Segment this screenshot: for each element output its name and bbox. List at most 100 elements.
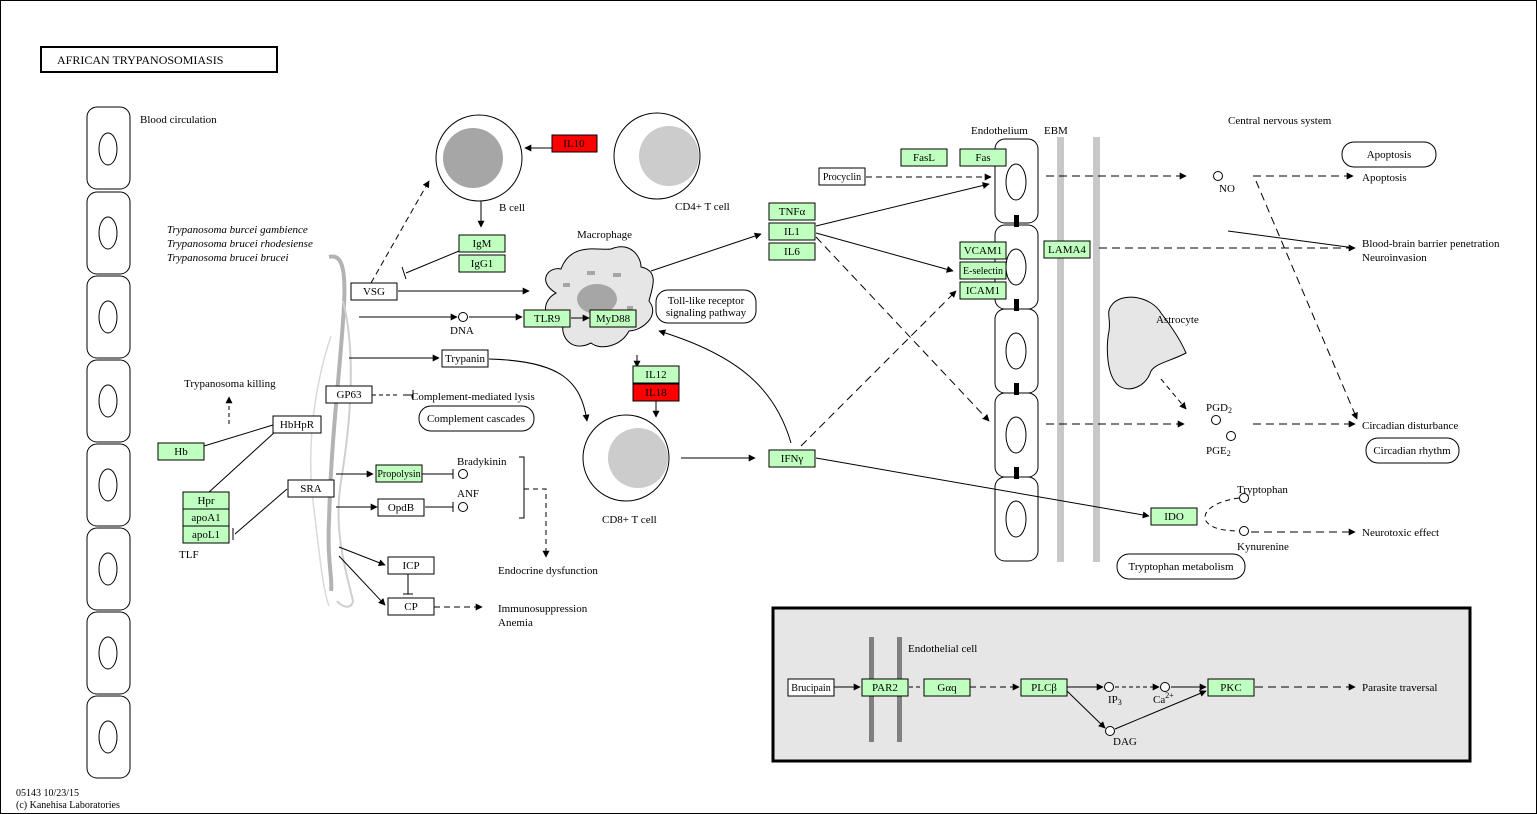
map-title: AFRICAN TRYPANOSOMIASIS	[57, 53, 223, 67]
node-brucipain[interactable]	[787, 678, 835, 697]
gene-hb-label: Hb	[174, 446, 188, 458]
gene-pkc[interactable]	[1207, 678, 1255, 697]
map-tryptophan-metabolism-label: Tryptophan metabolism	[1128, 561, 1233, 573]
compound-circles	[458, 171, 1249, 536]
trypanosoma-killing-label: Trypanosoma killing	[184, 378, 276, 390]
ip3-label: IP3	[1108, 694, 1122, 707]
gene-igg1[interactable]	[458, 254, 506, 273]
node-opdb[interactable]	[377, 498, 425, 517]
trypanosome-shape	[326, 254, 347, 592]
gene-fas[interactable]	[959, 148, 1007, 167]
map-tlr-pathway[interactable]	[655, 289, 757, 324]
tryptophan-label: Tryptophan	[1237, 484, 1288, 496]
panel-edges	[834, 683, 1356, 730]
map-tryptophan-metabolism[interactable]	[1116, 553, 1246, 580]
cns-label: Central nervous system	[1228, 115, 1332, 127]
footer-id-date: 05143 10/23/15	[16, 788, 79, 799]
gene-igm-label: IgM	[473, 238, 492, 250]
gene-ido-label: IDO	[1164, 511, 1184, 523]
node-procyclin[interactable]	[818, 167, 866, 186]
node-trypanin[interactable]	[441, 349, 489, 368]
gene-propolysin[interactable]	[375, 464, 423, 483]
gene-tlr9-label: TLR9	[534, 313, 561, 325]
gene-tnfa[interactable]	[768, 202, 816, 221]
gene-icam1[interactable]	[959, 281, 1007, 300]
gene-vcam1[interactable]	[959, 241, 1007, 260]
gene-e-selectin[interactable]	[959, 261, 1007, 280]
node-sra[interactable]	[287, 479, 335, 498]
node-hbhpr[interactable]	[272, 415, 322, 434]
map-circadian-rhythm[interactable]	[1365, 437, 1460, 464]
node-cp[interactable]	[387, 597, 435, 616]
pgd2-label: PGD2	[1206, 402, 1232, 415]
node-hbhpr-label: HbHpR	[280, 419, 315, 431]
cd8-label: CD8+ T cell	[602, 514, 657, 526]
gene-par2[interactable]	[861, 678, 909, 697]
node-procyclin-label: Procyclin	[823, 172, 861, 183]
gene-apol1[interactable]	[182, 525, 230, 544]
gene-boxes: IL10 IgM IgG1 TNFα IL1 IL6 TLR9 MyD88 IL…	[157, 134, 1198, 544]
gene-il6-label: IL6	[784, 246, 800, 258]
node-icp[interactable]	[387, 556, 435, 575]
gene-gaq-label: Gαq	[937, 682, 957, 694]
gene-igg1-label: IgG1	[471, 258, 494, 270]
node-vsg-label: VSG	[363, 286, 385, 298]
node-gp63-label: GP63	[336, 389, 362, 401]
map-complement-cascades[interactable]	[418, 405, 535, 432]
gene-il10[interactable]	[551, 134, 598, 153]
gene-tlr9[interactable]	[523, 309, 571, 328]
tlf-label: TLF	[179, 549, 199, 561]
gene-il6[interactable]	[768, 242, 816, 261]
astrocyte-label: Astrocyte	[1156, 314, 1199, 326]
node-vsg[interactable]	[350, 282, 398, 301]
gene-lama4[interactable]	[1043, 240, 1091, 259]
parasite-traversal-label: Parasite traversal	[1362, 682, 1437, 694]
gene-ido[interactable]	[1150, 507, 1198, 526]
ca-label: Ca2+	[1153, 691, 1174, 706]
node-gp63[interactable]	[325, 385, 373, 404]
gene-il1-label: IL1	[784, 226, 800, 238]
cd4-label: CD4+ T cell	[675, 201, 730, 213]
node-brucipain-label: Brucipain	[791, 683, 830, 694]
blood-vessel-cells	[86, 106, 131, 779]
map-complement-cascades-label: Complement cascades	[427, 413, 525, 425]
gene-icam1-label: ICAM1	[966, 285, 1000, 297]
node-icp-label: ICP	[402, 560, 419, 572]
map-apoptosis[interactable]	[1341, 141, 1437, 168]
ebm-label: EBM	[1044, 125, 1068, 137]
gene-myd88-label: MyD88	[596, 313, 631, 325]
bradykinin-label: Bradykinin	[457, 456, 507, 468]
dag-label: DAG	[1113, 736, 1137, 748]
species-label: Trypanosoma brucei rhodesiense	[167, 238, 313, 250]
compound-boxes: VSG Trypanin GP63 HbHpR SRA OpdB ICP CP …	[272, 167, 866, 616]
anf-label: ANF	[457, 488, 479, 500]
gene-myd88[interactable]	[589, 309, 637, 328]
gene-il12[interactable]	[632, 365, 680, 384]
gene-il18[interactable]	[632, 383, 680, 402]
endocrine-label: Endocrine dysfunction	[498, 565, 598, 577]
gene-fasl[interactable]	[900, 148, 948, 167]
bbb-label: Blood-brain barrier penetration	[1362, 238, 1500, 250]
ebm-bar	[1057, 137, 1064, 562]
ebm-bar	[1093, 137, 1100, 562]
map-apoptosis-label: Apoptosis	[1367, 149, 1412, 161]
compound-ip3	[1104, 682, 1114, 692]
gene-il10-label: IL10	[563, 138, 585, 150]
kynurenine-label: Kynurenine	[1237, 541, 1289, 553]
gene-ifng[interactable]	[768, 449, 816, 468]
complement-lysis-label: Complement-mediated lysis	[411, 391, 535, 403]
circadian-disturbance-label: Circadian disturbance	[1362, 420, 1458, 432]
gene-vcam1-label: VCAM1	[964, 245, 1003, 257]
gene-par2-label: PAR2	[872, 682, 898, 694]
species-label: Trypanosoma burcei gambience	[167, 224, 308, 236]
gene-igm[interactable]	[458, 234, 506, 253]
anemia-label: Anemia	[498, 617, 533, 629]
gene-hb[interactable]	[157, 442, 205, 461]
gene-e-selectin-label: E-selectin	[963, 266, 1003, 277]
gene-gaq[interactable]	[923, 678, 971, 697]
endothelium-cells	[994, 138, 1039, 562]
gene-il1[interactable]	[768, 222, 816, 241]
gene-plcb[interactable]	[1020, 678, 1068, 697]
